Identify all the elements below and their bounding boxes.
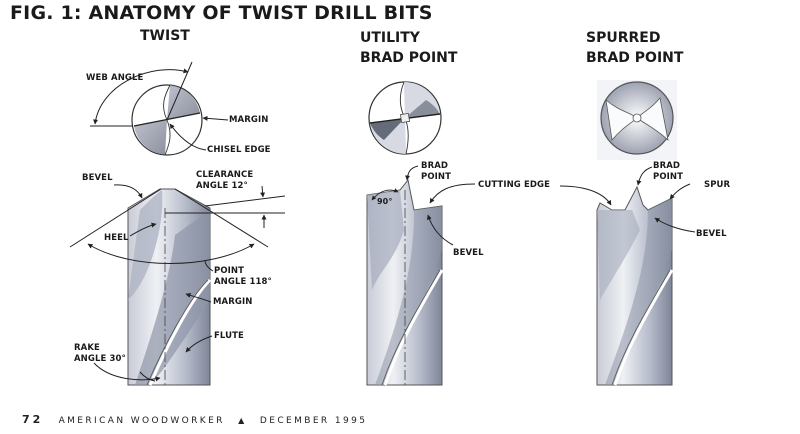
label-line: ANGLE 30° (74, 354, 126, 364)
column-title-line: BRAD POINT (360, 50, 458, 66)
column-title-spurred-brad-point: SPURRED BRAD POINT (586, 28, 683, 68)
page-number: 72 (22, 413, 44, 426)
label-bevel-twist: BEVEL (82, 173, 113, 183)
issue-date: DECEMBER 1995 (259, 416, 368, 426)
utility-brad-point-end-view (368, 81, 442, 155)
label-flute: FLUTE (214, 331, 244, 341)
label-point-angle: POINT ANGLE 118° (214, 266, 272, 288)
utility-brad-point-side-view (366, 165, 476, 386)
label-rake-angle: RAKE ANGLE 30° (74, 343, 126, 365)
column-title-line: BRAD POINT (586, 50, 684, 66)
label-line: BRAD (653, 161, 681, 171)
label-line: BRAD (421, 161, 449, 171)
label-line: CLEARANCE (196, 170, 254, 180)
spurred-brad-point-end-view (597, 80, 677, 160)
label-heel: HEEL (104, 233, 129, 243)
label-margin-end: MARGIN (229, 115, 269, 125)
label-bevel-spurred: BEVEL (696, 229, 727, 239)
label-cutting-edge: CUTTING EDGE (478, 180, 550, 190)
label-line: POINT (421, 172, 452, 182)
figure-title: FIG. 1: ANATOMY OF TWIST DRILL BITS (10, 2, 433, 24)
label-spur: SPUR (704, 180, 731, 190)
triangle-icon: ▲ (238, 416, 247, 425)
label-web-angle: WEB ANGLE (86, 73, 144, 83)
label-line: RAKE (74, 343, 100, 353)
label-line: ANGLE 118° (214, 277, 272, 287)
label-line: ANGLE 12° (196, 181, 248, 191)
page-footer: 72 AMERICAN WOODWORKER ▲ DECEMBER 1995 (22, 413, 367, 426)
column-title-twist: TWIST (140, 26, 190, 46)
twist-end-view (90, 61, 229, 156)
label-chisel-edge: CHISEL EDGE (207, 145, 271, 155)
column-title-line: SPURRED (586, 30, 661, 46)
spurred-brad-point-side-view (559, 166, 696, 386)
label-bevel-utility: BEVEL (453, 248, 484, 258)
column-title-utility-brad-point: UTILITY BRAD POINT (360, 28, 457, 68)
publication-name: AMERICAN WOODWORKER (58, 416, 225, 426)
label-brad-point-spurred: BRAD POINT (653, 161, 683, 183)
column-title-line: TWIST (140, 28, 190, 44)
column-title-line: UTILITY (360, 30, 420, 46)
label-margin-side: MARGIN (213, 297, 253, 307)
label-clearance-angle: CLEARANCE ANGLE 12° (196, 170, 253, 192)
label-brad-point-utility: BRAD POINT (421, 161, 451, 183)
label-line: POINT (653, 172, 684, 182)
twist-side-view (69, 184, 286, 386)
label-90-degree: 90° (377, 197, 393, 206)
label-line: POINT (214, 266, 245, 276)
